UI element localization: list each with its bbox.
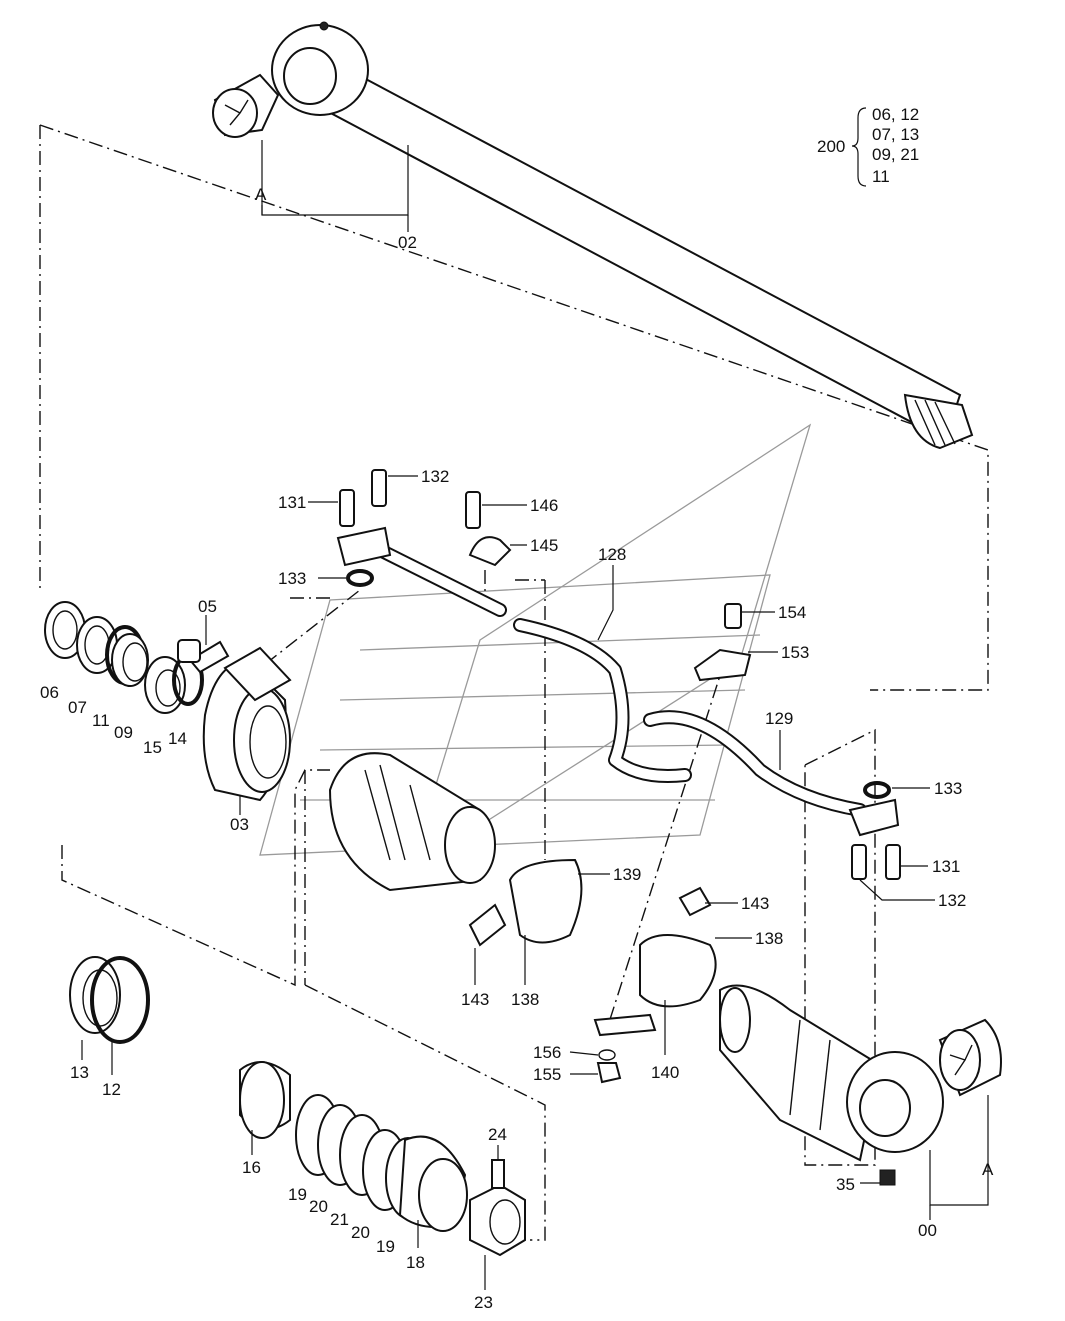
callout-145: 145: [530, 536, 558, 555]
callout-139: 139: [613, 865, 641, 884]
callout-23: 23: [474, 1293, 493, 1312]
callout-14: 14: [168, 729, 187, 748]
callout-154: 154: [778, 603, 806, 622]
part-callout-labels: 200 06, 12 07, 13 09, 21 11 A 02 131 132…: [40, 105, 994, 1312]
head-seal-parts: [44, 601, 230, 714]
piston-parts: [69, 956, 526, 1257]
callout-155: 155: [533, 1065, 561, 1084]
callout-A-top: A: [255, 185, 267, 204]
callout-03: 03: [230, 815, 249, 834]
callout-133-right: 133: [934, 779, 962, 798]
callout-06: 06: [40, 683, 59, 702]
callout-129: 129: [765, 709, 793, 728]
callout-18: 18: [406, 1253, 425, 1272]
piston-rod: [212, 21, 974, 450]
cylinder-head: [202, 646, 292, 802]
callout-20-b: 20: [351, 1223, 370, 1242]
callout-13: 13: [70, 1063, 89, 1082]
callout-19-a: 19: [288, 1185, 307, 1204]
kit-row-3: 09, 21: [872, 145, 919, 164]
callout-131-top: 131: [278, 493, 306, 512]
callout-16: 16: [242, 1158, 261, 1177]
callout-143-right: 143: [741, 894, 769, 913]
callout-12: 12: [102, 1080, 121, 1099]
callout-138-right: 138: [755, 929, 783, 948]
callout-140: 140: [651, 1063, 679, 1082]
callout-138-left: 138: [511, 990, 539, 1009]
callout-143-left: 143: [461, 990, 489, 1009]
kit-brace: [851, 107, 867, 187]
callout-00: 00: [918, 1221, 937, 1240]
leader-lines: [81, 140, 989, 1290]
callout-21: 21: [330, 1210, 349, 1229]
callout-153: 153: [781, 643, 809, 662]
callout-128: 128: [598, 545, 626, 564]
callout-02: 02: [398, 233, 417, 252]
callout-132-right: 132: [938, 891, 966, 910]
kit-row-1: 06, 12: [872, 105, 919, 124]
callout-15: 15: [143, 738, 162, 757]
cylinder-tube: [328, 752, 882, 1162]
hose-lines: [373, 543, 867, 817]
fittings-hardware: [336, 469, 901, 1084]
kit-row-2: 07, 13: [872, 125, 919, 144]
callout-156: 156: [533, 1043, 561, 1062]
callout-133-left: 133: [278, 569, 306, 588]
callout-146: 146: [530, 496, 558, 515]
kit-row-4: 11: [872, 167, 890, 186]
kit-label: 200: [817, 137, 845, 156]
callout-07: 07: [68, 698, 87, 717]
cylinder-bottom-eye: [846, 1018, 1002, 1186]
callout-24: 24: [488, 1125, 507, 1144]
callout-A-bottom: A: [982, 1160, 994, 1179]
callout-35: 35: [836, 1175, 855, 1194]
callout-05: 05: [198, 597, 217, 616]
callout-11: 11: [92, 711, 110, 730]
callout-131-right: 131: [932, 857, 960, 876]
callout-19-b: 19: [376, 1237, 395, 1256]
callout-09: 09: [114, 723, 133, 742]
callout-132-top: 132: [421, 467, 449, 486]
callout-20-a: 20: [309, 1197, 328, 1216]
